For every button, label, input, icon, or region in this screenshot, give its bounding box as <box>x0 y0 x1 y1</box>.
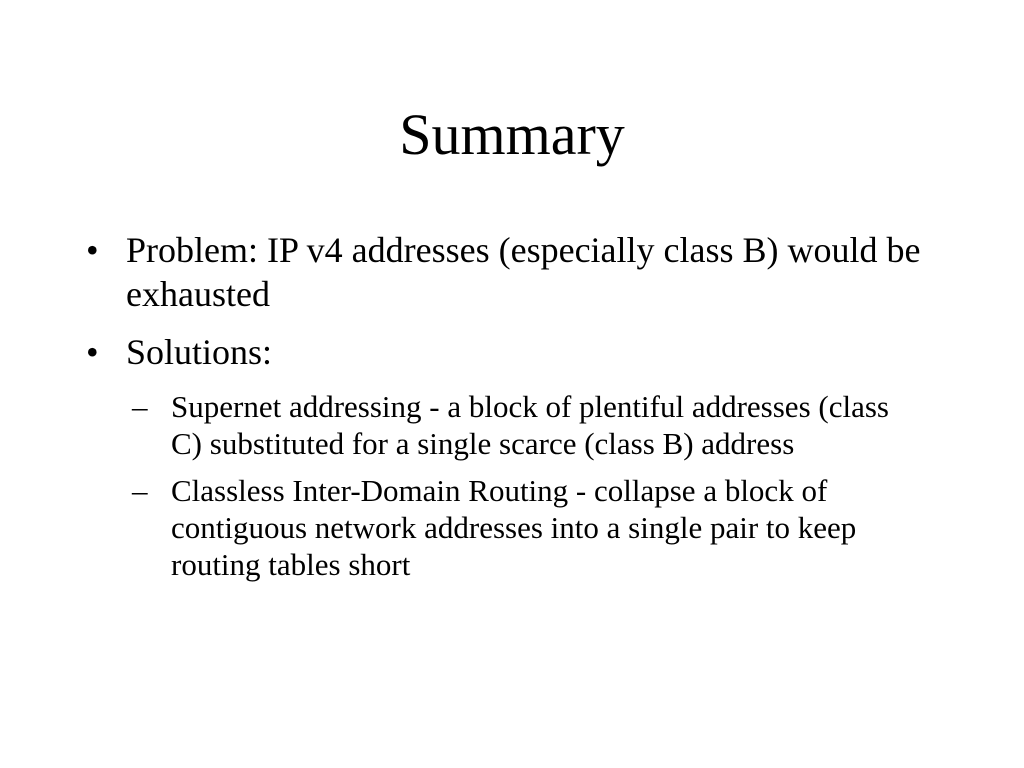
bullet-marker: • <box>86 230 99 270</box>
sub-bullet-text: Supernet addressing - a block of plentif… <box>171 389 889 461</box>
slide-body: • Problem: IP v4 addresses (especially c… <box>86 228 926 593</box>
bullet-text: Solutions: <box>126 332 273 372</box>
sub-bullet-text: Classless Inter-Domain Routing - collaps… <box>171 473 857 582</box>
sub-bullet-cidr: – Classless Inter-Domain Routing - colla… <box>86 472 926 583</box>
sub-bullet-supernet: – Supernet addressing - a block of plent… <box>86 388 926 462</box>
bullet-problem: • Problem: IP v4 addresses (especially c… <box>86 228 926 316</box>
slide-title: Summary <box>399 102 625 167</box>
bullet-marker: • <box>86 332 99 372</box>
solutions-sub-list: – Supernet addressing - a block of plent… <box>86 388 926 583</box>
bullet-solutions: • Solutions: <box>86 330 926 374</box>
sub-bullet-marker: – <box>132 473 148 508</box>
sub-bullet-marker: – <box>132 389 148 424</box>
bullet-text: Problem: IP v4 addresses (especially cla… <box>126 230 921 314</box>
